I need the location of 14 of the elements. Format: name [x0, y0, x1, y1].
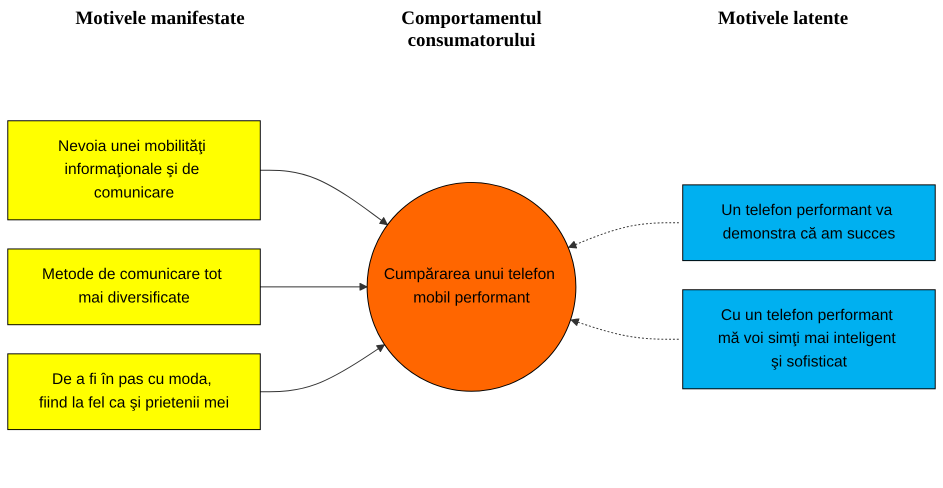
- arrow: [570, 318, 680, 340]
- column-heading: Comportamentul consumatorului: [400, 8, 543, 52]
- arrow: [260, 170, 388, 226]
- node-box: Metode de comunicare tot mai diversificate: [7, 248, 261, 325]
- column-heading: Motivele manifestate: [74, 8, 246, 30]
- node-box: Cu un telefon performant mă voi simţi mai inteligent şi sofisticat: [682, 289, 936, 390]
- node-circle: Cumpărarea unui telefon mobil performant: [366, 182, 576, 392]
- arrow: [568, 222, 680, 248]
- arrow: [260, 282, 368, 291]
- node-box: De a fi în pas cu moda, fiind la fel ca şi prietenii mei: [7, 353, 261, 430]
- node-box: Un telefon performant va demonstra că am succes: [682, 184, 936, 261]
- node-box: Nevoia unei mobilităţi informaţionale şi de comunicare: [7, 120, 261, 220]
- column-heading: Motivele latente: [716, 8, 850, 30]
- arrow: [260, 344, 385, 392]
